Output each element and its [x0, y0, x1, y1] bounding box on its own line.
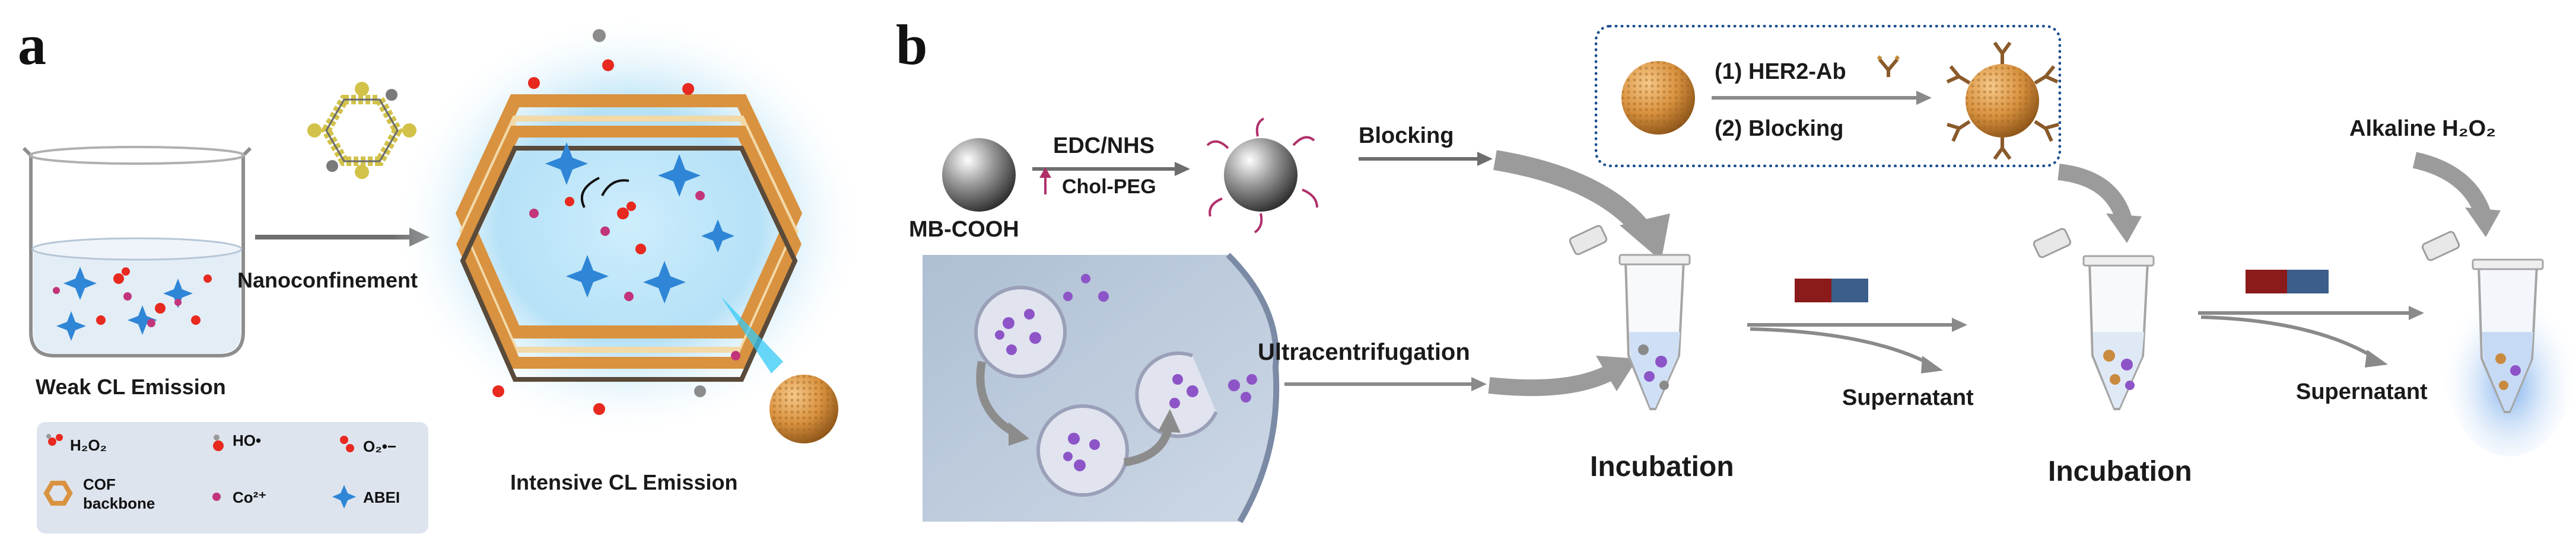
h2o2-icon [46, 434, 63, 446]
co-icon [212, 493, 221, 501]
antibody-conjugation-box [1595, 25, 2061, 167]
incubation-2-label: Incubation [2048, 456, 2192, 487]
cof-pore-hexagon [455, 94, 803, 382]
peg-mb-sphere [1224, 138, 1297, 212]
legend-h2o2: H₂O₂ [70, 436, 107, 454]
edc-nhs-label: EDC/NHS [1053, 133, 1155, 158]
alkaline-h2o2-label: Alkaline H₂O₂ [2349, 116, 2497, 141]
antibody-cluster [1946, 41, 2059, 160]
magnet-2 [2246, 270, 2287, 293]
ultracentrifugation-label: Ultracentrifugation [1258, 339, 1470, 365]
panel-letter-a: a [18, 13, 46, 76]
antibody-icon [1877, 55, 1900, 77]
magnet-1 [1795, 279, 1831, 302]
legend-ho: HO• [233, 432, 262, 449]
tube-1 [1569, 225, 1691, 410]
ho-icon [213, 435, 224, 451]
legend-cof-1: COF [83, 475, 116, 493]
blocking-label: Blocking [1359, 123, 1454, 148]
nanoconfinement-label: Nanoconfinement [237, 268, 418, 292]
beaker-molecules [53, 267, 212, 341]
step1-label: (1) HER2-Ab [1715, 59, 1846, 84]
pore-molecules [529, 142, 734, 304]
cof-ring-icon [307, 82, 416, 179]
abei-icon [332, 485, 356, 509]
tube-2 [2033, 228, 2155, 410]
beaker [22, 146, 252, 357]
mb-cooh-label: MB-COOH [909, 217, 1019, 242]
outside-molecules [492, 29, 740, 415]
legend-o2: O₂•− [363, 437, 397, 455]
legend-abei: ABEI [363, 488, 400, 506]
legend [37, 422, 428, 534]
supernatant-1-label: Supernatant [1842, 385, 1974, 410]
tube-3 [2421, 231, 2544, 413]
chol-peg-label: Chol-PEG [1062, 175, 1156, 198]
cell-exosomes [923, 253, 1280, 523]
cof-backbone-icon [43, 481, 73, 506]
intense-cl-label: Intensive CL Emission [510, 470, 738, 494]
supernatant-2-label: Supernatant [2296, 379, 2428, 404]
weak-cl-label: Weak CL Emission [36, 375, 226, 399]
legend-co: Co²⁺ [233, 488, 267, 506]
panel-letter-b: b [896, 13, 928, 76]
step2-label: (2) Blocking [1715, 116, 1844, 141]
o2-icon [340, 436, 354, 452]
legend-cof-2: backbone [83, 494, 155, 512]
peg-chains [1206, 117, 1318, 234]
incubation-1-label: Incubation [1590, 451, 1734, 483]
mb-cooh-sphere [942, 138, 1016, 212]
